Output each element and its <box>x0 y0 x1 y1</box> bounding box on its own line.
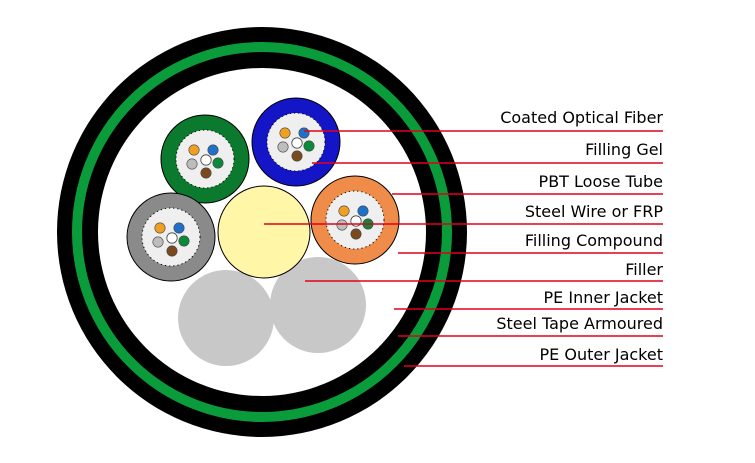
fiber-orange-4 <box>336 219 348 231</box>
central-strength-member <box>217 185 311 279</box>
fiber-blue-4 <box>277 141 289 153</box>
fiber-green-1 <box>207 144 219 156</box>
fiber-green-0 <box>188 144 200 156</box>
fiber-blue-center <box>291 137 303 149</box>
fiber-gray-1 <box>173 222 185 234</box>
fiber-blue-0 <box>279 127 291 139</box>
fiber-green-3 <box>200 167 212 179</box>
fiber-gray-center <box>166 232 178 244</box>
fiber-green-4 <box>186 158 198 170</box>
steel-tape-armour-ring <box>72 42 452 422</box>
label-pbt-loose-tube: PBT Loose Tube <box>538 172 663 191</box>
optical-fibers <box>152 127 374 257</box>
fiber-gray-4 <box>152 236 164 248</box>
label-steel-tape-armoured: Steel Tape Armoured <box>496 314 663 333</box>
fiber-green-center <box>200 154 212 166</box>
fiber-blue-2 <box>303 140 315 152</box>
fiber-green-2 <box>212 157 224 169</box>
label-pe-inner-jacket: PE Inner Jacket <box>543 288 663 307</box>
label-coated-optical-fiber: Coated Optical Fiber <box>500 108 663 127</box>
filler-rod-left <box>178 270 274 366</box>
label-filler: Filler <box>625 260 663 279</box>
fiber-orange-3 <box>350 228 362 240</box>
fiber-orange-1 <box>357 205 369 217</box>
fiber-blue-1 <box>298 127 310 139</box>
leader-lines <box>264 130 663 367</box>
label-filling-gel: Filling Gel <box>585 140 663 159</box>
fiber-blue-3 <box>291 150 303 162</box>
fiber-gray-3 <box>166 245 178 257</box>
fiber-gray-0 <box>154 222 166 234</box>
label-pe-outer-jacket: PE Outer Jacket <box>539 345 664 364</box>
fiber-orange-0 <box>338 205 350 217</box>
label-filling-compound: Filling Compound <box>524 231 663 250</box>
label-steel-wire-or-frp: Steel Wire or FRP <box>524 202 663 221</box>
fiber-gray-2 <box>178 235 190 247</box>
